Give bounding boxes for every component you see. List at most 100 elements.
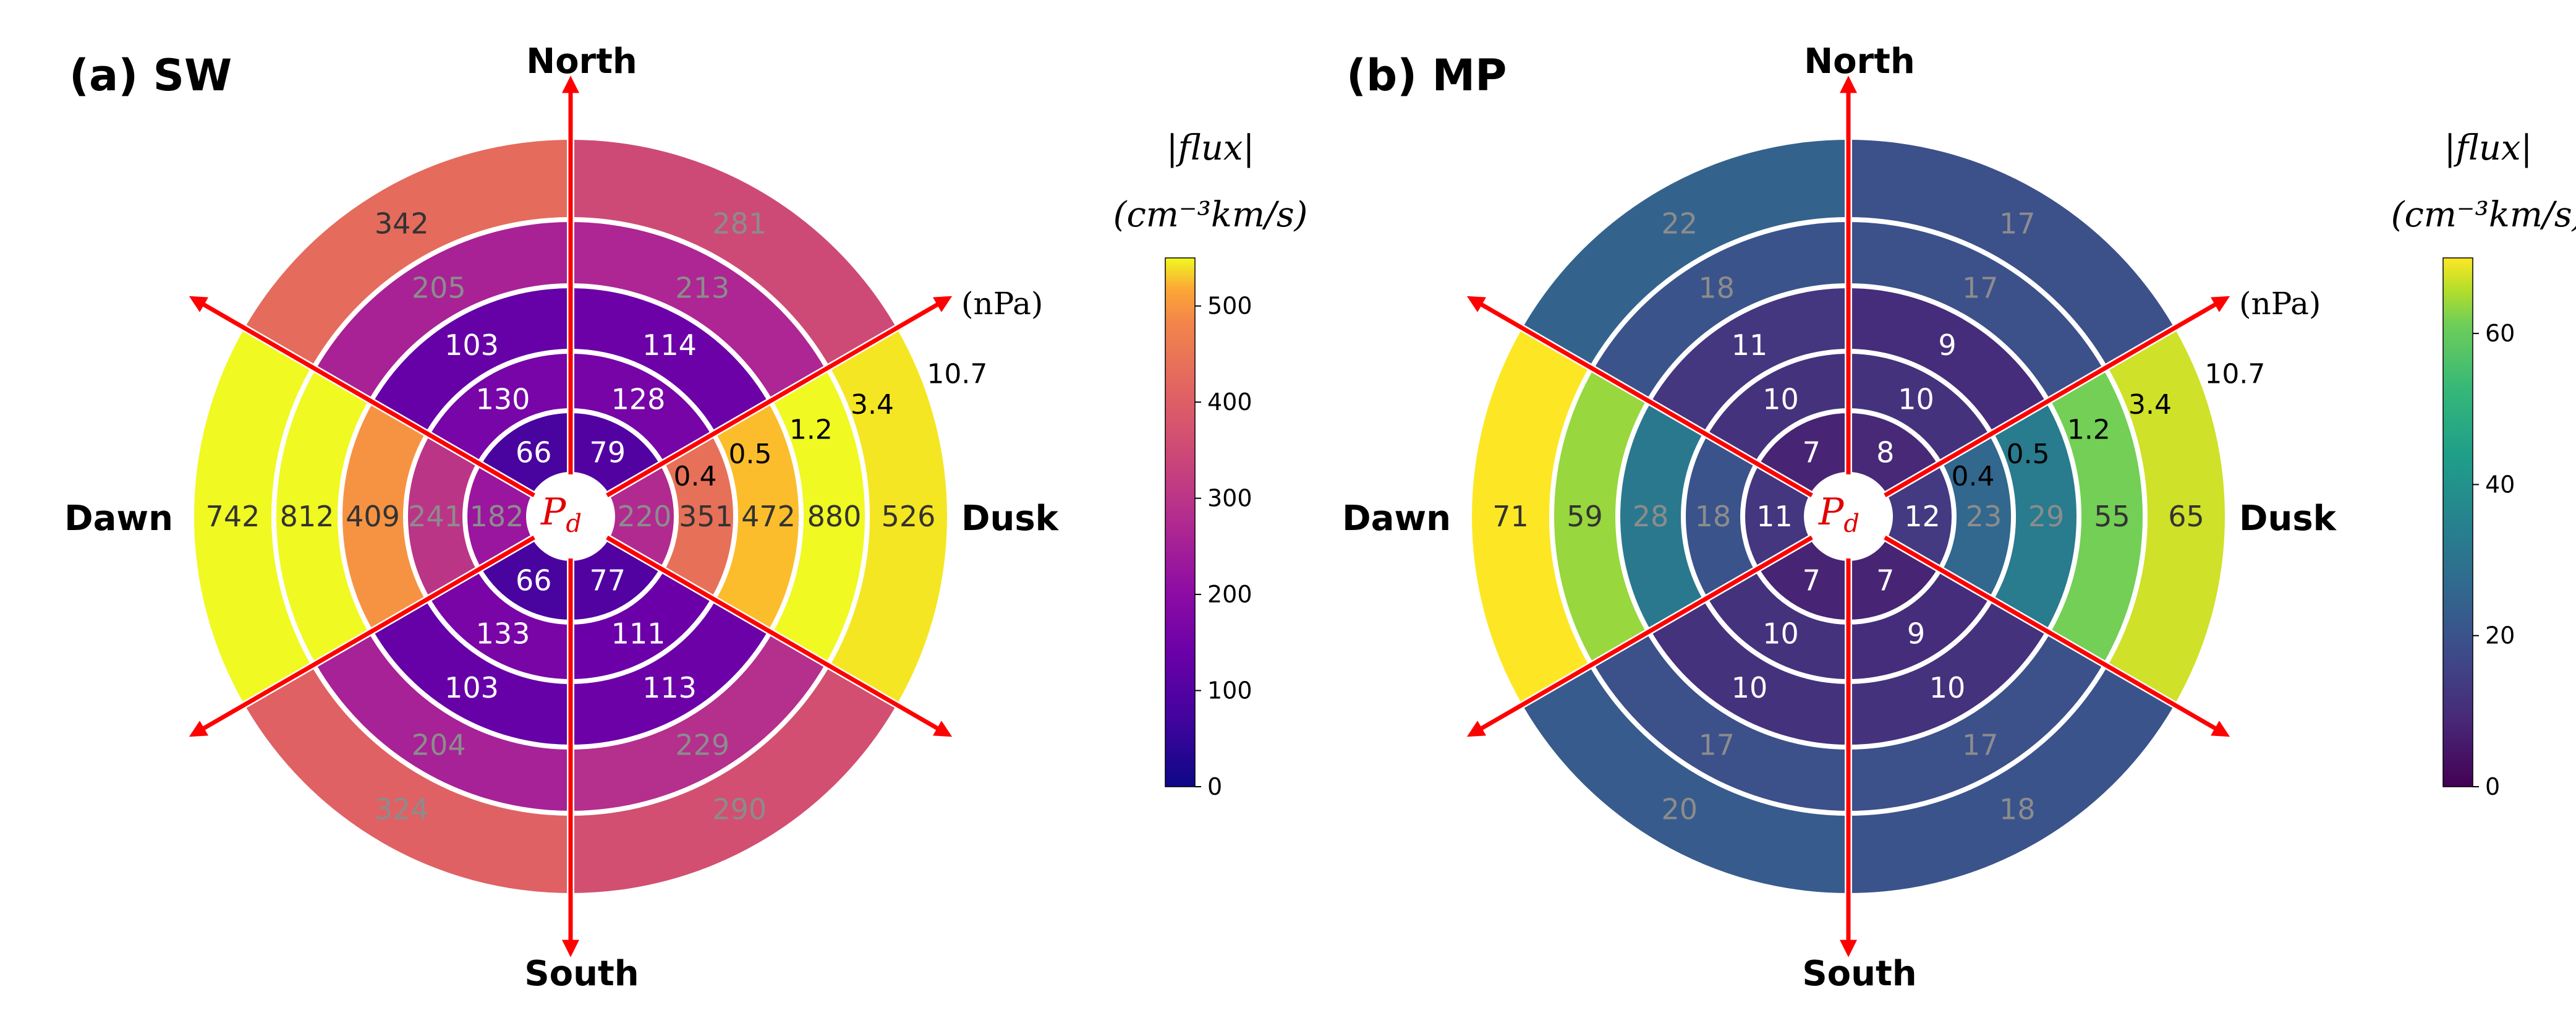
cell-value-label: 742 bbox=[206, 500, 260, 533]
ring-label: 3.4 bbox=[2128, 389, 2172, 421]
ring-label: 10.7 bbox=[2204, 358, 2265, 390]
cell-north-dusk-ring-4 bbox=[571, 222, 826, 400]
cell-value-label: 7 bbox=[1876, 563, 1894, 597]
center-circle bbox=[1806, 474, 1890, 558]
axis-arrow bbox=[606, 296, 953, 498]
cell-north-dusk-ring-2 bbox=[1848, 354, 1989, 463]
wedge-layer bbox=[193, 140, 947, 893]
cell-dawn-ring-3 bbox=[1620, 402, 1704, 631]
ring-label-layer: 0.40.51.23.410.7 bbox=[674, 358, 988, 492]
cell-north-dusk-ring-2 bbox=[571, 354, 712, 463]
cell-value-label: 12 bbox=[1904, 500, 1941, 533]
center-circle bbox=[529, 474, 613, 558]
rings-unit-label: (nPa) bbox=[2239, 286, 2321, 322]
cell-north-dawn-ring-4 bbox=[315, 222, 571, 400]
colorbar-unit: (cm⁻³km/s) bbox=[2391, 195, 2576, 235]
cell-north-dusk-ring-3 bbox=[1848, 288, 2046, 433]
axis-arrow bbox=[1884, 535, 2230, 737]
cell-dawn-ring-3 bbox=[342, 402, 426, 631]
cell-south-dusk-ring-5 bbox=[1848, 666, 2175, 893]
cell-value-label: 23 bbox=[1966, 500, 2002, 533]
cell-north-dawn-ring-2 bbox=[430, 354, 571, 463]
cell-dusk-ring-2 bbox=[1942, 435, 2011, 598]
cell-south-dawn-ring-5 bbox=[244, 666, 571, 893]
cell-value-label: 10 bbox=[1762, 382, 1799, 416]
colorbar-tick-label: 20 bbox=[2485, 622, 2515, 649]
ring-label-layer: 0.40.51.23.410.7 bbox=[1952, 358, 2266, 492]
cell-value-label: 59 bbox=[1566, 500, 1603, 533]
cell-north-dawn-ring-5 bbox=[244, 140, 571, 367]
axis-arrow bbox=[1466, 296, 1813, 498]
cell-value-label: 133 bbox=[476, 617, 530, 651]
cell-value-label: 11 bbox=[1756, 500, 1793, 533]
colorbar-tick-label: 400 bbox=[1207, 388, 1252, 416]
colorbar-frame bbox=[2442, 257, 2473, 787]
cell-dawn-ring-4 bbox=[1554, 369, 1647, 664]
cell-value-label: 113 bbox=[642, 671, 697, 704]
cell-south-dusk-ring-3 bbox=[571, 600, 768, 745]
direction-dawn: Dawn bbox=[64, 498, 173, 539]
cell-dusk-ring-1 bbox=[1887, 464, 1952, 568]
cell-south-dusk-ring-2 bbox=[1848, 570, 1989, 679]
cell-value-label: 880 bbox=[807, 500, 862, 533]
cell-value-label: 10 bbox=[1762, 617, 1799, 651]
direction-north: North bbox=[1804, 41, 1915, 82]
cell-value-label: 11 bbox=[1732, 328, 1768, 362]
cell-value-label: 281 bbox=[712, 207, 767, 241]
cell-value-label: 28 bbox=[1633, 500, 1669, 533]
cell-north-dawn-ring-5 bbox=[1522, 140, 1848, 367]
cell-south-dusk-ring-4 bbox=[571, 633, 826, 811]
axes-layer bbox=[1466, 75, 2230, 957]
cell-dusk-ring-5 bbox=[2107, 328, 2225, 705]
cell-north-dawn-ring-3 bbox=[1651, 288, 1848, 433]
cell-value-label: 204 bbox=[412, 728, 466, 761]
colorbar-tick-label: 0 bbox=[1207, 773, 1222, 800]
cell-value-label: 290 bbox=[712, 792, 767, 826]
cell-value-label: 128 bbox=[611, 382, 666, 416]
ring-label: 0.5 bbox=[2007, 438, 2050, 470]
cell-south-dusk-ring-3 bbox=[1848, 600, 2046, 745]
cell-value-label: 66 bbox=[516, 563, 552, 597]
cell-value-label: 241 bbox=[408, 500, 462, 533]
cell-dawn-ring-2 bbox=[408, 435, 477, 598]
cell-value-label: 65 bbox=[2168, 500, 2204, 533]
cell-value-label: 10 bbox=[1898, 382, 1934, 416]
cell-value-label: 20 bbox=[1661, 792, 1698, 826]
cell-value-label: 324 bbox=[375, 792, 429, 826]
colorbar-tick-label: 0 bbox=[2485, 773, 2500, 800]
cell-south-dawn-ring-4 bbox=[1593, 633, 1848, 811]
cell-dawn-ring-1 bbox=[467, 464, 532, 568]
direction-north: North bbox=[526, 41, 637, 82]
panel-title: (a) SW bbox=[69, 50, 232, 101]
cell-value-label: 342 bbox=[375, 207, 429, 241]
cell-dawn-ring-5 bbox=[1471, 328, 1589, 705]
cell-north-dawn-ring-4 bbox=[1593, 222, 1848, 400]
cell-south-dawn-ring-3 bbox=[1651, 600, 1848, 745]
direction-south: South bbox=[1802, 954, 1916, 994]
cell-dawn-ring-2 bbox=[1686, 435, 1755, 598]
ring-label: 0.4 bbox=[1952, 461, 1995, 492]
cell-value-label: 9 bbox=[1938, 328, 1956, 362]
colorbar-unit: (cm⁻³km/s) bbox=[1113, 195, 1308, 235]
cell-value-label: 18 bbox=[1698, 272, 1735, 305]
colorbar-frame bbox=[1165, 257, 1196, 787]
colorbar-title: |flux| bbox=[1167, 128, 1255, 168]
colorbar-tick-label: 200 bbox=[1207, 581, 1252, 608]
wedge-layer bbox=[1471, 140, 2225, 893]
axis-arrow bbox=[606, 535, 953, 737]
cell-south-dusk-ring-4 bbox=[1848, 633, 2104, 811]
cell-south-dawn-ring-5 bbox=[1522, 666, 1848, 893]
center-label: Pd bbox=[1818, 490, 1860, 538]
cell-value-label: 9 bbox=[1907, 617, 1925, 651]
ring-label: 1.2 bbox=[789, 414, 833, 445]
axis-arrow bbox=[1466, 535, 1813, 737]
cell-south-dawn-ring-3 bbox=[373, 600, 571, 745]
direction-dusk: Dusk bbox=[961, 498, 1060, 539]
cell-south-dawn-ring-2 bbox=[430, 570, 571, 679]
cell-north-dusk-ring-5 bbox=[1848, 140, 2175, 367]
colorbar-tick-label: 500 bbox=[1207, 293, 1252, 320]
cell-value-label: 213 bbox=[675, 272, 729, 305]
